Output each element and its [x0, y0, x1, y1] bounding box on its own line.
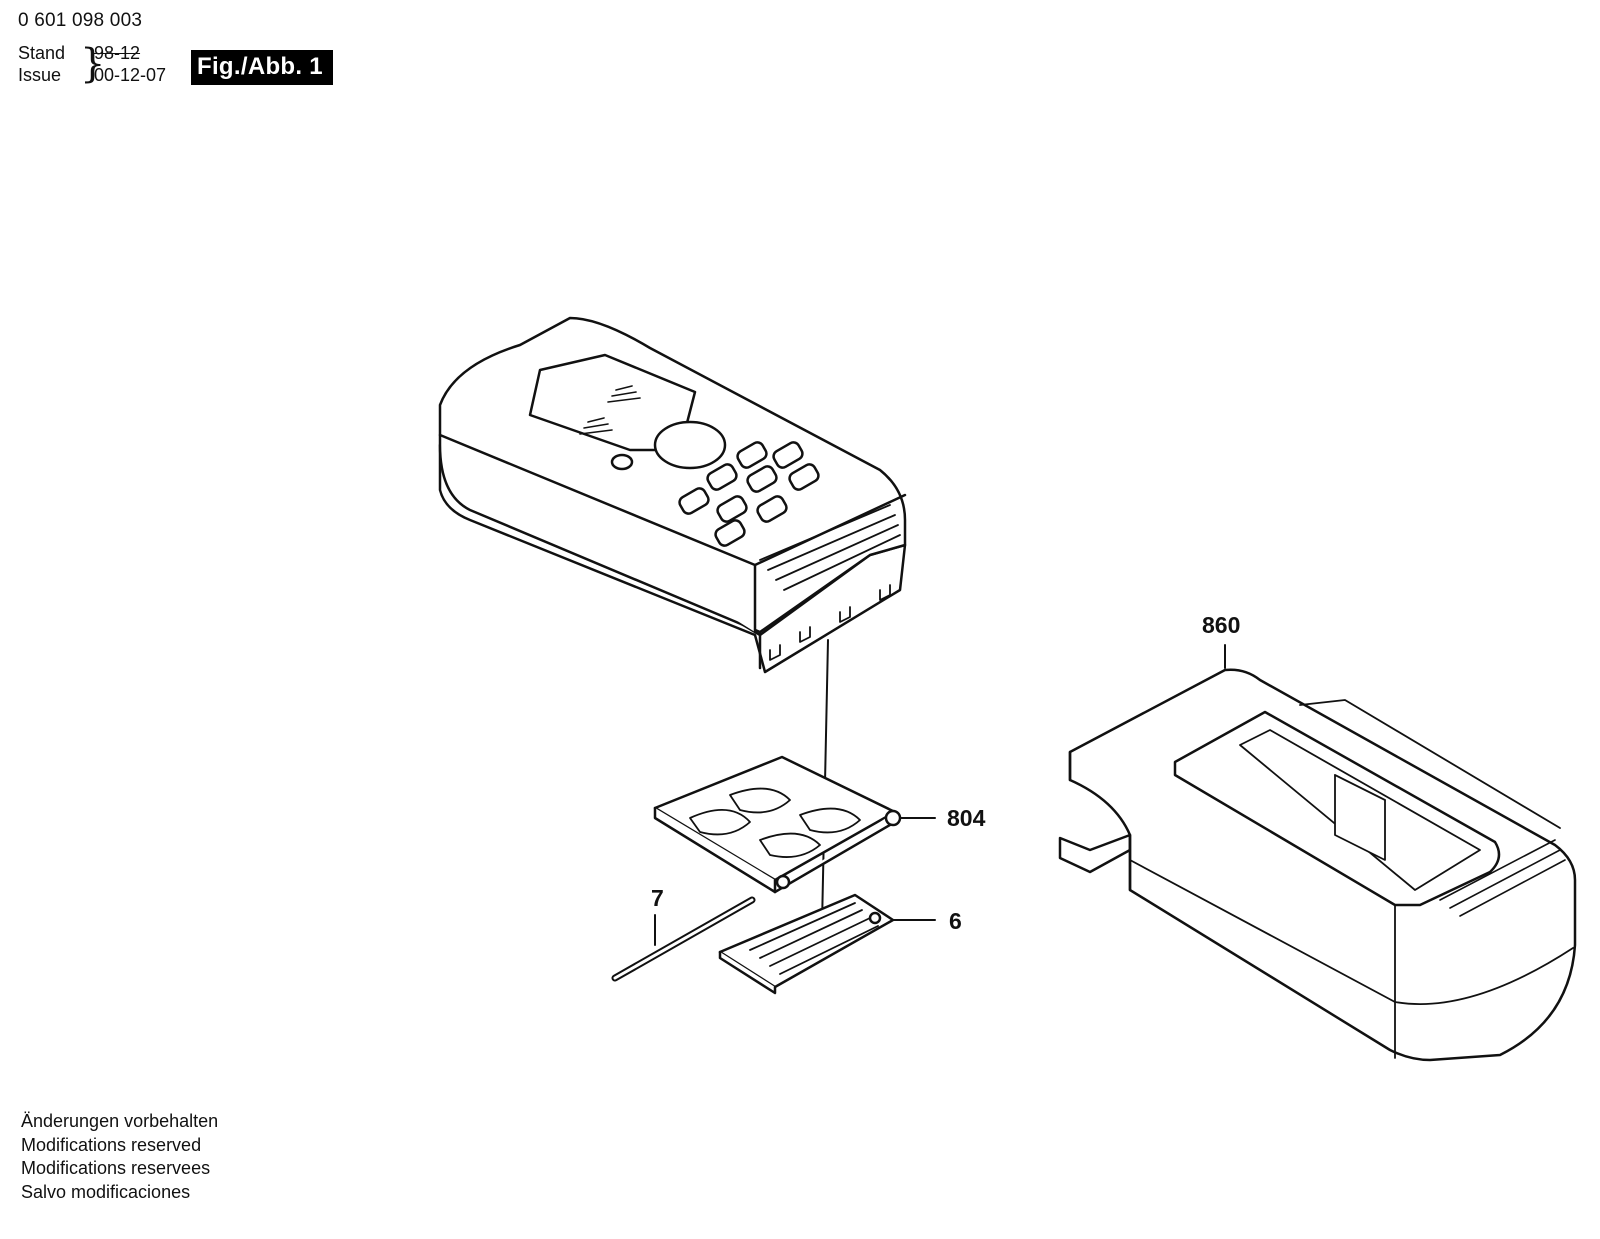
battery-holder-804	[653, 755, 936, 894]
modifications-notice: Änderungen vorbehalten Modifications res…	[21, 1110, 218, 1204]
figure-label: Fig./Abb. 1	[191, 50, 333, 85]
callout-804: 804	[947, 805, 986, 831]
issue-date: 00-12-07	[94, 65, 167, 85]
old-date: 98-12	[94, 43, 141, 63]
issue-label: Issue	[18, 65, 62, 85]
measuring-device-housing	[438, 316, 907, 674]
part-number: 0 601 098 003	[18, 10, 143, 31]
callout-860: 860	[1202, 612, 1241, 638]
notice-fr: Modifications reservees	[21, 1158, 211, 1178]
issue-block: Stand Issue } 98-12 00-12-07	[18, 42, 218, 90]
notice-en: Modifications reserved	[21, 1134, 202, 1155]
pin-7	[611, 896, 756, 982]
notice-de: Änderungen vorbehalten	[21, 1111, 219, 1131]
battery-cover-6	[718, 893, 936, 995]
brace-icon: }	[80, 41, 106, 87]
callout-7: 7	[651, 885, 664, 911]
case-860	[1058, 644, 1577, 1062]
callout-6: 6	[949, 908, 962, 934]
notice-es: Salvo modificaciones	[21, 1181, 191, 1202]
stand-label: Stand	[18, 43, 66, 63]
